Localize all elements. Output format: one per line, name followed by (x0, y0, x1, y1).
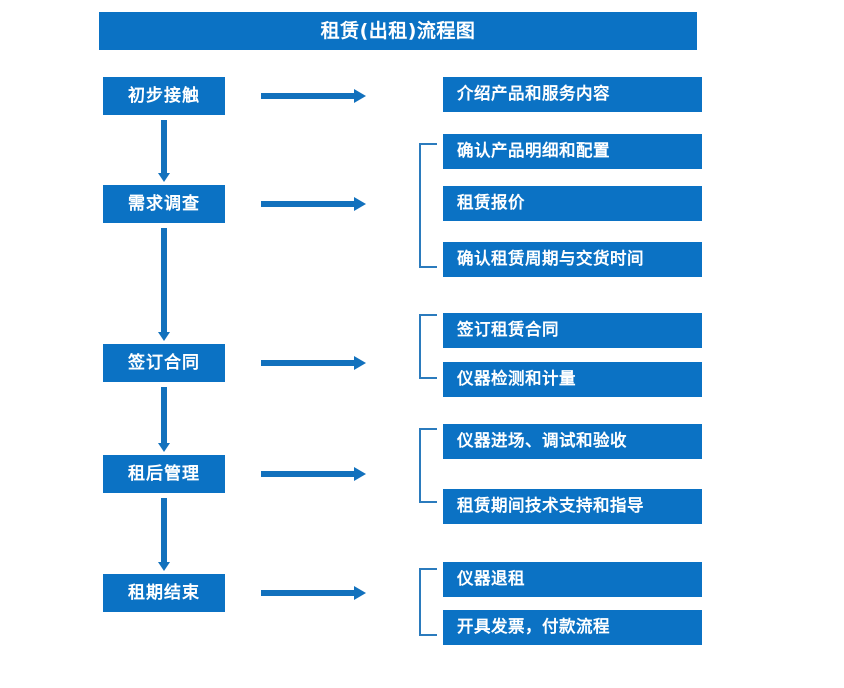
stage-box-4[interactable]: 租后管理 (103, 455, 225, 493)
detail-box-3[interactable]: 租赁报价 (443, 186, 702, 221)
detail-label-2: 确认产品明细和配置 (457, 141, 610, 161)
stage-box-3[interactable]: 签订合同 (103, 344, 225, 382)
detail-box-4[interactable]: 确认租赁周期与交货时间 (443, 242, 702, 277)
detail-label-1: 介绍产品和服务内容 (457, 84, 610, 104)
detail-box-7[interactable]: 仪器进场、调试和验收 (443, 424, 702, 459)
arrow-shaft (161, 387, 167, 443)
stage-label-5: 租期结束 (128, 582, 200, 603)
detail-label-6: 仪器检测和计量 (457, 369, 576, 389)
stage-box-1[interactable]: 初步接触 (103, 77, 225, 115)
detail-box-6[interactable]: 仪器检测和计量 (443, 362, 702, 397)
arrow-head-icon (354, 467, 366, 481)
vertical-arrow-1-to-2 (158, 120, 170, 182)
vertical-arrow-3-to-4 (158, 387, 170, 452)
detail-label-10: 开具发票，付款流程 (457, 617, 610, 637)
detail-box-5[interactable]: 签订租赁合同 (443, 313, 702, 348)
horizontal-arrow-stage-5 (261, 586, 366, 600)
detail-box-8[interactable]: 租赁期间技术支持和指导 (443, 489, 702, 524)
horizontal-arrow-stage-3 (261, 356, 366, 370)
detail-box-10[interactable]: 开具发票，付款流程 (443, 610, 702, 645)
detail-label-3: 租赁报价 (457, 193, 525, 213)
detail-box-1[interactable]: 介绍产品和服务内容 (443, 77, 702, 112)
horizontal-arrow-stage-1 (261, 89, 366, 103)
group-bracket-requirements (419, 143, 437, 268)
stage-label-1: 初步接触 (128, 85, 200, 106)
detail-label-8: 租赁期间技术支持和指导 (457, 496, 644, 516)
detail-label-7: 仪器进场、调试和验收 (457, 431, 627, 451)
detail-label-4: 确认租赁周期与交货时间 (457, 249, 644, 269)
stage-label-3: 签订合同 (128, 352, 200, 373)
group-bracket-management (419, 428, 437, 503)
group-bracket-termination (419, 568, 437, 636)
arrow-shaft (261, 360, 354, 366)
arrow-shaft (261, 201, 354, 207)
arrow-shaft (261, 93, 354, 99)
group-bracket-contract (419, 314, 437, 379)
arrow-head-icon (158, 443, 170, 452)
arrow-shaft (161, 120, 167, 173)
stage-label-4: 租后管理 (128, 463, 200, 484)
detail-label-9: 仪器退租 (457, 569, 525, 589)
stage-label-2: 需求调查 (128, 193, 200, 214)
vertical-arrow-4-to-5 (158, 498, 170, 571)
arrow-head-icon (354, 586, 366, 600)
diagram-title: 租赁(出租)流程图 (320, 19, 476, 42)
arrow-shaft (261, 590, 354, 596)
stage-box-2[interactable]: 需求调查 (103, 185, 225, 223)
detail-box-2[interactable]: 确认产品明细和配置 (443, 134, 702, 169)
diagram-title-bar: 租赁(出租)流程图 (99, 12, 697, 50)
arrow-head-icon (354, 197, 366, 211)
arrow-head-icon (158, 173, 170, 182)
horizontal-arrow-stage-4 (261, 467, 366, 481)
detail-label-5: 签订租赁合同 (457, 320, 559, 340)
stage-box-5[interactable]: 租期结束 (103, 574, 225, 612)
horizontal-arrow-stage-2 (261, 197, 366, 211)
arrow-head-icon (158, 332, 170, 341)
arrow-head-icon (158, 562, 170, 571)
arrow-shaft (161, 498, 167, 562)
arrow-head-icon (354, 89, 366, 103)
arrow-shaft (161, 228, 167, 332)
arrow-shaft (261, 471, 354, 477)
arrow-head-icon (354, 356, 366, 370)
detail-box-9[interactable]: 仪器退租 (443, 562, 702, 597)
vertical-arrow-2-to-3 (158, 228, 170, 341)
